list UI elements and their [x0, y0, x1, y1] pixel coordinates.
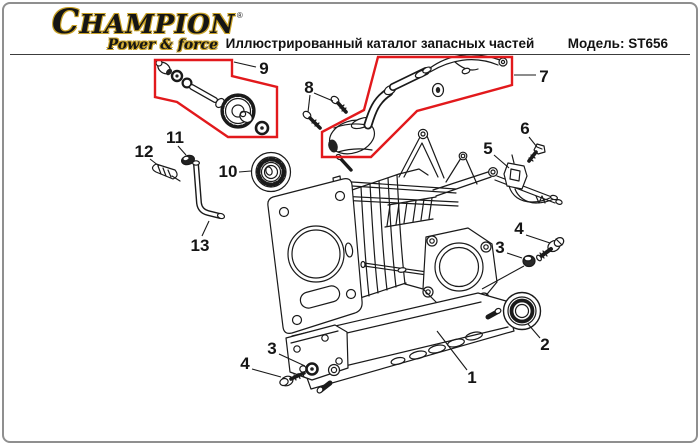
- part-6-bolt: [527, 143, 546, 163]
- callout-3-right: 3: [495, 238, 504, 257]
- part-5-bracket: [503, 154, 559, 204]
- cylinder-gasket-face: [267, 178, 363, 334]
- callout-3-bottom: 3: [267, 339, 276, 358]
- oil-pan-flange: [285, 324, 349, 381]
- part-8-bolts: [302, 95, 348, 130]
- part-2-oil-seal: [502, 291, 542, 331]
- callout-4-bottom: 4: [240, 354, 250, 373]
- part-3-washer-bottom: [305, 362, 319, 376]
- crankshaft-bore: [422, 227, 498, 337]
- callout-2: 2: [540, 335, 549, 354]
- callout-4-right: 4: [514, 219, 524, 238]
- callout-11: 11: [166, 128, 184, 147]
- registered-trademark-icon: ®: [236, 11, 243, 20]
- callout-9: 9: [259, 59, 268, 78]
- part-10-ball-bearing: [250, 151, 292, 193]
- header-divider: [10, 54, 690, 55]
- callout-7: 7: [539, 67, 548, 86]
- block-louvers: [384, 196, 437, 228]
- callout-13: 13: [191, 236, 210, 255]
- part-4-bolt-right: [536, 237, 565, 262]
- part-9-camshaft-assembly: [155, 59, 270, 136]
- callout-10: 10: [219, 162, 238, 181]
- model-label: Модель: ST656: [567, 36, 668, 51]
- callout-leader-lines: [149, 61, 551, 378]
- brand-name: CHAMPION: [52, 2, 235, 42]
- part-1-crankcase-drawing: [267, 128, 563, 394]
- part-12-clip: [151, 163, 181, 182]
- brand-logo: CHAMPION ® Power & force: [52, 5, 243, 53]
- brand-tagline: Power & force: [107, 36, 218, 53]
- part-4-bolt-bottom: [279, 371, 306, 387]
- part-13-tube: [192, 160, 226, 220]
- part-3-nut-right: [522, 254, 536, 268]
- callout-12: 12: [135, 142, 154, 161]
- part-7-breather-assembly: [328, 54, 508, 155]
- highlight-box-part-9: [153, 58, 279, 139]
- callout-numbers: 1 2 3 4 5 6 7 8 9 10 11 12 13 3 4: [135, 59, 550, 387]
- callout-1: 1: [467, 368, 476, 387]
- callout-8: 8: [304, 78, 313, 97]
- callout-5: 5: [483, 139, 492, 158]
- page-title: Иллюстрированный каталог запасных частей: [225, 36, 535, 51]
- part-11-pin: [181, 154, 195, 166]
- callout-6: 6: [520, 119, 529, 138]
- highlight-box-part-7: [320, 55, 514, 159]
